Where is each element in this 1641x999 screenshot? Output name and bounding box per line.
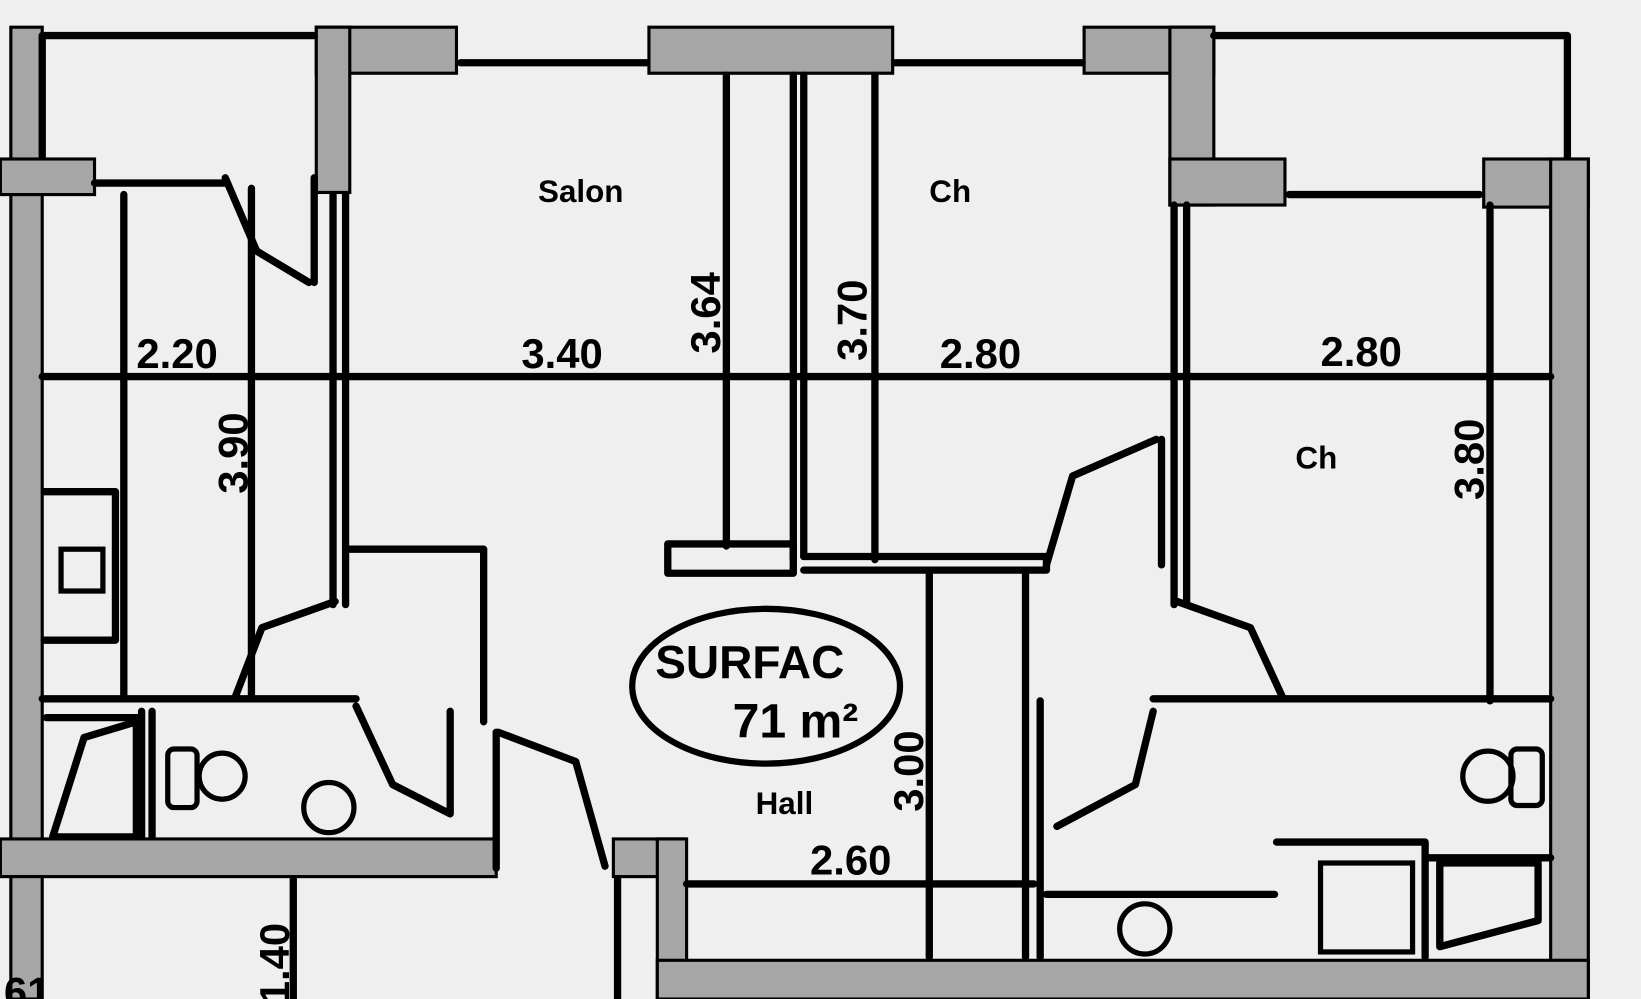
toilet-icon: [1460, 748, 1516, 804]
dimension-label: 2.80: [1321, 328, 1402, 375]
fixtures: [58, 546, 1545, 957]
sink-icon: [301, 779, 357, 836]
dimension-label: 3.64: [682, 271, 729, 353]
surface-value: 71 m²: [733, 694, 859, 748]
dimension-label: 2.80: [940, 330, 1021, 377]
shower-icon: [1317, 860, 1416, 955]
dimension-label: 2.61: [0, 968, 50, 999]
sink-icon: [1117, 901, 1173, 957]
dimensions: 2.20 3.40 2.80 2.80 2.60 2.61 3.90 3.64 …: [0, 271, 1493, 999]
dimension-label: 3.80: [1446, 419, 1493, 500]
room-label-salon: Salon: [538, 174, 623, 209]
surface-bubble: [629, 605, 904, 767]
toilet-icon: [196, 750, 248, 802]
dimension-label: 3.90: [209, 412, 256, 493]
dimension-label: 2.60: [810, 837, 891, 884]
dimension-label: 3.40: [521, 330, 602, 377]
dimension-label: 3.00: [885, 730, 932, 811]
room-label-hall: Hall: [756, 786, 814, 821]
surface-label: SURFAC: [655, 636, 844, 688]
doors: [49, 174, 1542, 951]
interior-walls: [38, 31, 1572, 999]
room-label-bedroom: Ch: [929, 174, 971, 209]
dimension-label: 1.40: [251, 923, 298, 999]
room-label-bedroom: Ch: [1295, 441, 1337, 476]
stove-icon: [58, 546, 106, 594]
dimension-label: 2.20: [136, 330, 217, 377]
dimension-label: 3.70: [829, 279, 876, 360]
